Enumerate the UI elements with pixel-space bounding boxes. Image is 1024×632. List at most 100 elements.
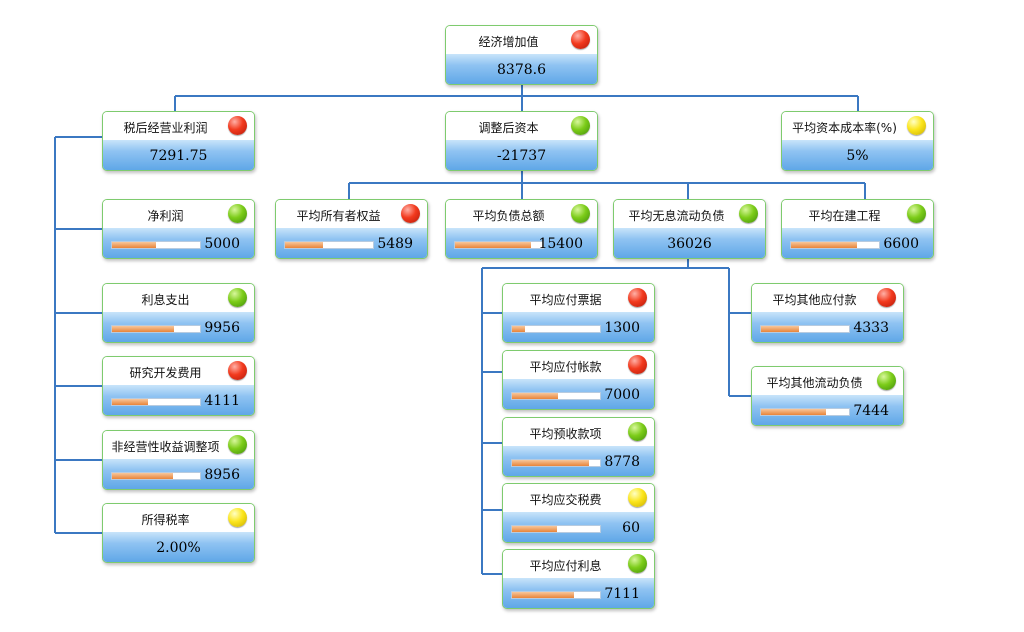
progress-fill — [512, 526, 557, 532]
node-interest[interactable]: 利息支出 9956 — [102, 283, 255, 343]
progress-fill — [512, 592, 575, 598]
progress-fill — [512, 326, 526, 332]
progress-fill — [761, 409, 827, 415]
node-title: 非经营性收益调整项 — [111, 440, 220, 454]
progress-bar — [511, 392, 601, 400]
node-value: 8778 — [604, 454, 640, 470]
node-title: 平均应付利息 — [529, 559, 602, 573]
progress-bar — [511, 525, 601, 533]
status-light-green-icon — [628, 554, 647, 573]
node-nopat[interactable]: 税后经营业利润 7291.75 — [102, 111, 255, 171]
node-value: 9956 — [204, 320, 240, 336]
node-value: 5000 — [204, 236, 240, 252]
node-value: 7291.75 — [149, 148, 208, 164]
progress-fill — [285, 242, 323, 248]
progress-bar — [111, 398, 201, 406]
node-title: 平均其他流动负债 — [766, 376, 863, 390]
node-title: 利息支出 — [141, 293, 190, 307]
progress-fill — [112, 473, 173, 479]
node-value: 60 — [622, 520, 640, 536]
status-light-red-icon — [628, 288, 647, 307]
status-light-green-icon — [228, 435, 247, 454]
progress-fill — [112, 326, 175, 332]
node-body — [782, 140, 933, 170]
node-value: 5% — [846, 148, 869, 164]
node-title: 平均应交税费 — [529, 493, 602, 507]
progress-fill — [512, 460, 590, 466]
node-interest-payable[interactable]: 平均应付利息 7111 — [502, 549, 655, 609]
status-light-red-icon — [401, 204, 420, 223]
node-value: 1300 — [604, 320, 640, 336]
node-avg-liab[interactable]: 平均负债总额 15400 — [445, 199, 598, 259]
status-light-yellow-icon — [907, 116, 926, 135]
node-value: 8378.6 — [497, 62, 546, 78]
node-title: 平均在建工程 — [808, 209, 881, 223]
node-value: 4333 — [853, 320, 889, 336]
status-light-yellow-icon — [228, 508, 247, 527]
node-body — [614, 228, 765, 258]
node-title: 税后经营业利润 — [123, 121, 208, 135]
progress-fill — [512, 393, 558, 399]
node-notes-payable[interactable]: 平均应付票据 1300 — [502, 283, 655, 343]
progress-fill — [112, 399, 149, 405]
node-title: 平均所有者权益 — [296, 209, 381, 223]
progress-fill — [112, 242, 156, 248]
node-title: 净利润 — [147, 209, 184, 223]
progress-fill — [761, 326, 799, 332]
status-light-red-icon — [571, 30, 590, 49]
node-value: 7444 — [853, 403, 889, 419]
progress-bar — [111, 472, 201, 480]
node-title: 经济增加值 — [478, 35, 539, 49]
node-avg-free-liab[interactable]: 平均无息流动负债 36026 — [613, 199, 766, 259]
node-value: 36026 — [667, 236, 712, 252]
node-title: 平均应付帐款 — [529, 360, 602, 374]
node-accounts-payable[interactable]: 平均应付帐款 7000 — [502, 350, 655, 410]
status-light-red-icon — [228, 361, 247, 380]
status-light-red-icon — [228, 116, 247, 135]
node-value: 4111 — [204, 393, 240, 409]
node-value: -21737 — [496, 148, 547, 164]
node-title: 研究开发费用 — [129, 366, 202, 380]
status-light-green-icon — [739, 204, 758, 223]
node-rnd[interactable]: 研究开发费用 4111 — [102, 356, 255, 416]
node-adj-capital[interactable]: 调整后资本 -21737 — [445, 111, 598, 171]
progress-bar — [511, 325, 601, 333]
status-light-red-icon — [628, 355, 647, 374]
status-light-green-icon — [877, 371, 896, 390]
node-title: 平均预收款项 — [529, 427, 602, 441]
node-taxes-payable[interactable]: 平均应交税费 60 — [502, 483, 655, 543]
node-other-current-liab[interactable]: 平均其他流动负债 7444 — [751, 366, 904, 426]
node-title: 平均其他应付款 — [772, 293, 857, 307]
status-light-green-icon — [228, 204, 247, 223]
node-other-payables[interactable]: 平均其他应付款 4333 — [751, 283, 904, 343]
progress-fill — [455, 242, 531, 248]
node-title: 所得税率 — [141, 513, 190, 527]
progress-bar — [760, 325, 850, 333]
status-light-green-icon — [571, 116, 590, 135]
node-advance-receipts[interactable]: 平均预收款项 8778 — [502, 417, 655, 477]
node-body — [103, 140, 254, 170]
node-value: 7111 — [604, 586, 640, 602]
progress-fill — [791, 242, 857, 248]
node-non-op[interactable]: 非经营性收益调整项 8956 — [102, 430, 255, 490]
node-avg-cip[interactable]: 平均在建工程 6600 — [781, 199, 934, 259]
node-value: 15400 — [538, 236, 583, 252]
node-tax-rate[interactable]: 所得税率 2.00% — [102, 503, 255, 563]
progress-bar — [111, 325, 201, 333]
node-net-profit[interactable]: 净利润 5000 — [102, 199, 255, 259]
node-value: 6600 — [883, 236, 919, 252]
progress-bar — [284, 241, 374, 249]
node-value: 8956 — [204, 467, 240, 483]
node-eva[interactable]: 经济增加值 8378.6 — [445, 25, 598, 85]
progress-bar — [111, 241, 201, 249]
node-title: 平均应付票据 — [529, 293, 602, 307]
node-title: 调整后资本 — [478, 121, 539, 135]
progress-bar — [511, 591, 601, 599]
status-light-yellow-icon — [628, 488, 647, 507]
status-light-green-icon — [571, 204, 590, 223]
progress-bar — [760, 408, 850, 416]
node-value: 5489 — [377, 236, 413, 252]
node-avg-equity[interactable]: 平均所有者权益 5489 — [275, 199, 428, 259]
node-wacc[interactable]: 平均资本成本率(%) 5% — [781, 111, 934, 171]
